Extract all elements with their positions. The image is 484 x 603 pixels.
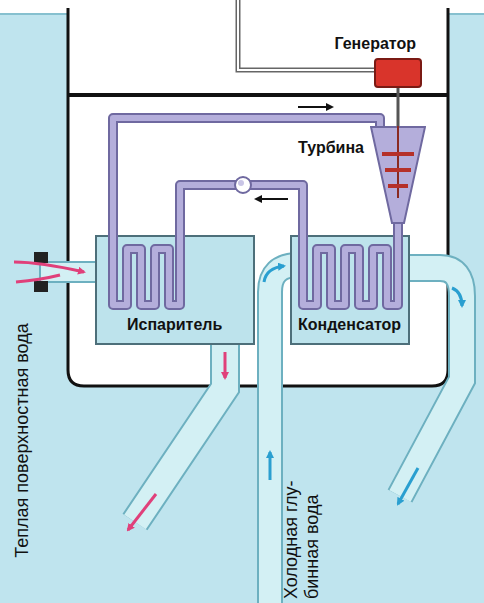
water-label: Холодная глу- бинная вода [281,461,323,599]
working-fluid-pipe [113,118,380,235]
warm-flow-arrow [16,275,60,282]
pipe-outline [113,118,380,235]
coil-pipe [303,235,398,305]
water-label: Теплая поверхностная вода [12,291,33,591]
cold-flow-arrow [398,468,418,504]
generator-shaft [398,88,399,126]
cold-flow-arrow [452,288,462,306]
warm-flow-arrow [14,262,84,272]
turbine-blade [385,168,411,172]
coil [95,235,225,325]
turbine-shape [370,126,426,224]
evaporator-box: Испаритель [95,235,255,345]
pipe-fill [113,118,380,235]
part-label: Генератор [334,34,416,54]
pump [235,177,251,193]
turbine-casing [371,127,425,223]
inlet-flange [34,281,48,292]
box-label: Испаритель [127,315,222,335]
box-label: Конденсатор [298,315,401,335]
warm-flow-arrow [128,494,156,530]
cold-flow-arrow [264,266,284,282]
inlet-flange [34,252,48,263]
coil-outline [303,235,398,305]
cold-flow-arrow [269,452,272,480]
warm-outflow-pipe [135,335,225,522]
turbine-blade [382,152,414,156]
flow-direction-arrow [256,198,288,200]
coil-outline [113,235,180,305]
coil [290,235,420,325]
pump-highlight [238,180,244,186]
shaft-line [397,88,400,126]
coil-pipe [113,235,180,305]
warm-flow-arrow [224,352,227,378]
warm-outflow-pipe [135,335,225,522]
turbine-blade [388,184,408,188]
part-label: Турбина [298,138,364,158]
flow-direction-arrow [298,106,332,108]
turbine: Турбина [370,126,426,224]
generator-box: Генератор [374,58,422,88]
deck [68,93,448,97]
condenser-box: Конденсатор [290,235,410,345]
